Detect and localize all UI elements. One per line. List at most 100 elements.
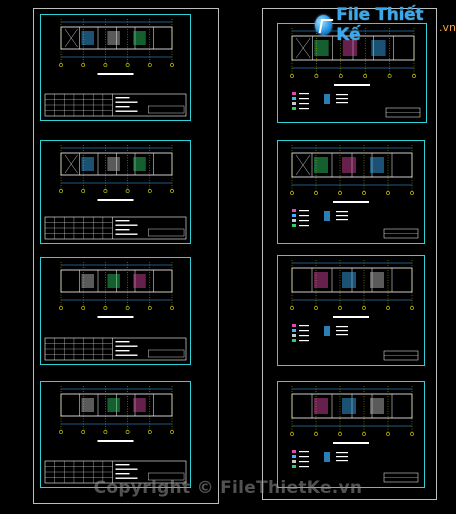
legend-text — [299, 210, 309, 212]
legend-swatch — [292, 334, 296, 337]
legend-swatch — [292, 209, 296, 212]
note-text — [336, 211, 348, 213]
legend-text — [299, 93, 309, 95]
note-text — [336, 94, 348, 96]
legend-swatch — [292, 102, 296, 105]
title-block-text — [115, 229, 130, 231]
axis-bubble — [170, 306, 174, 310]
sheet-title-bar — [97, 440, 134, 442]
axis-bubble — [125, 63, 130, 67]
axis-bubble — [338, 432, 342, 436]
axis-bubble — [386, 432, 390, 436]
stair-mark — [295, 154, 311, 176]
title-block-text — [115, 106, 130, 108]
title-block-text — [115, 350, 130, 352]
stair-mark — [64, 154, 78, 174]
room-fill — [342, 272, 356, 288]
axis-bubble — [81, 306, 86, 310]
title-block-text — [115, 354, 138, 356]
axis-bubble — [314, 74, 319, 78]
note-text — [336, 219, 348, 221]
axis-bubble — [387, 74, 392, 78]
sheet-title-bar — [97, 73, 134, 75]
axis-bubble — [147, 63, 152, 67]
room-fill — [81, 157, 94, 171]
title-block-text — [115, 110, 138, 112]
drawing-sheet[interactable] — [277, 140, 425, 244]
axis-bubble — [103, 306, 108, 310]
stair-mark — [64, 28, 78, 48]
title-block-stamp — [148, 105, 185, 114]
axis-bubble — [170, 189, 174, 193]
note-text — [336, 215, 348, 217]
room-fill — [370, 398, 384, 414]
title-block-text — [115, 464, 130, 466]
room-fill — [133, 398, 146, 412]
axis-bubble — [290, 432, 294, 436]
axis-bubble — [362, 432, 366, 436]
drawing-sheet[interactable] — [40, 381, 191, 488]
axis-bubble — [59, 430, 63, 434]
legend-swatch — [292, 107, 296, 110]
axis-bubble — [386, 191, 390, 195]
title-block-text — [115, 468, 138, 470]
sheet-title-bar — [333, 442, 369, 444]
sheet-title-bar — [97, 316, 134, 318]
stair-mark — [295, 37, 311, 59]
axis-bubble — [410, 191, 414, 195]
legend-text — [299, 325, 309, 327]
note-text — [336, 452, 348, 454]
legend-text — [299, 335, 309, 337]
brand-name: File Thiết Kế — [336, 5, 424, 45]
title-block-stamp — [148, 472, 185, 481]
legend-swatch — [292, 455, 296, 458]
title-block-text — [115, 224, 138, 226]
title-block-text — [115, 101, 138, 103]
axis-bubble — [410, 306, 414, 310]
room-fill — [370, 272, 384, 288]
room-fill — [342, 40, 358, 56]
drawing-sheet[interactable] — [40, 14, 191, 121]
drawing-sheet[interactable] — [277, 255, 425, 366]
brand-tld: .vn — [439, 21, 456, 34]
room-fill — [133, 157, 146, 171]
title-block-text — [115, 473, 130, 475]
axis-bubble — [412, 74, 416, 78]
axis-bubble — [363, 74, 368, 78]
axis-bubble — [338, 74, 343, 78]
legend-swatch — [292, 219, 296, 222]
axis-bubble — [290, 306, 294, 310]
room-fill — [314, 398, 328, 414]
figure-symbol — [324, 211, 330, 221]
figure-symbol — [324, 452, 330, 462]
room-fill — [314, 272, 328, 288]
title-block-stamp — [148, 228, 185, 237]
drawing-sheet[interactable] — [40, 257, 191, 365]
brand-logo[interactable]: File Thiết Kế .vn — [315, 5, 456, 45]
drawing-sheet[interactable] — [277, 23, 427, 123]
legend-text — [299, 461, 309, 463]
drawing-sheet[interactable] — [40, 140, 191, 244]
legend-swatch — [292, 324, 296, 327]
axis-bubble — [362, 306, 366, 310]
right-column-frame — [262, 8, 437, 500]
legend-text — [299, 108, 309, 110]
room-fill — [314, 40, 329, 56]
title-block-text — [115, 220, 130, 222]
axis-bubble — [125, 306, 130, 310]
legend-text — [299, 103, 309, 105]
axis-bubble — [314, 306, 318, 310]
note-text — [336, 334, 348, 336]
axis-bubble — [314, 191, 318, 195]
drawing-sheet[interactable] — [277, 381, 425, 488]
room-fill — [133, 31, 146, 45]
room-fill — [81, 274, 94, 288]
axis-bubble — [338, 306, 342, 310]
figure-symbol — [324, 94, 330, 104]
axis-bubble — [170, 63, 174, 67]
room-fill — [107, 398, 120, 412]
axis-bubble — [59, 306, 63, 310]
legend-swatch — [292, 465, 296, 468]
axis-bubble — [147, 189, 152, 193]
sheet-title-bar — [333, 316, 369, 318]
